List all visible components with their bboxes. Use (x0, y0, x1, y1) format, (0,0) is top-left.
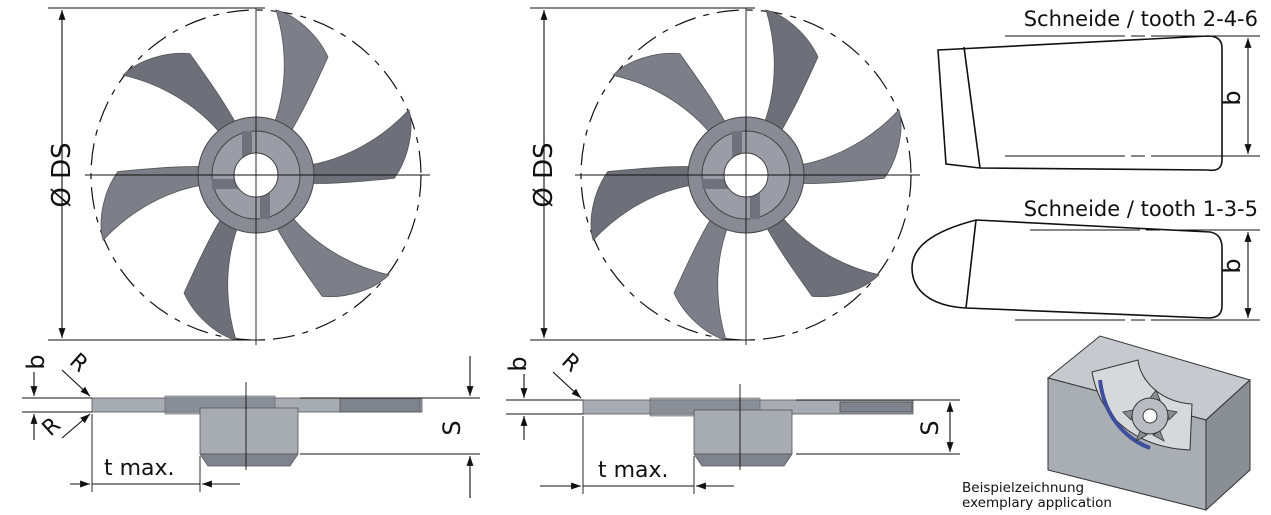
front-view-left: Ø DS (47, 7, 436, 345)
tooth-135-label: Schneide / tooth 1-3-5 (1024, 197, 1258, 221)
tmax-label: t max. (104, 456, 175, 481)
r-label: R (556, 349, 584, 378)
r-label-bottom: R (38, 413, 66, 442)
side-view-middle: b R S t max. (504, 349, 960, 494)
diameter-label: Ø DS (529, 142, 559, 207)
tmax-label: t max. (598, 458, 669, 483)
s-label: S (438, 420, 466, 435)
tooth-246-label: Schneide / tooth 2-4-6 (1024, 7, 1258, 31)
s-label: S (916, 420, 944, 435)
example-label-de: Beispielzeichnung (962, 480, 1084, 496)
tooth-135-profile: Schneide / tooth 1-3-5 b (911, 197, 1260, 321)
workpiece-block-icon (1046, 335, 1251, 512)
b-label: b (504, 356, 532, 371)
side-view-left: b R R S t max. (22, 349, 480, 498)
front-view-middle: Ø DS (529, 7, 926, 345)
b-label: b (22, 354, 50, 369)
diameter-label: Ø DS (47, 142, 77, 207)
example-label-en: exemplary application (962, 495, 1112, 511)
r-label-top: R (64, 349, 92, 378)
b-label-tooth-246: b (1218, 90, 1246, 105)
b-label-tooth-135: b (1218, 258, 1246, 273)
tooth-246-profile: Schneide / tooth 2-4-6 b (937, 7, 1260, 172)
